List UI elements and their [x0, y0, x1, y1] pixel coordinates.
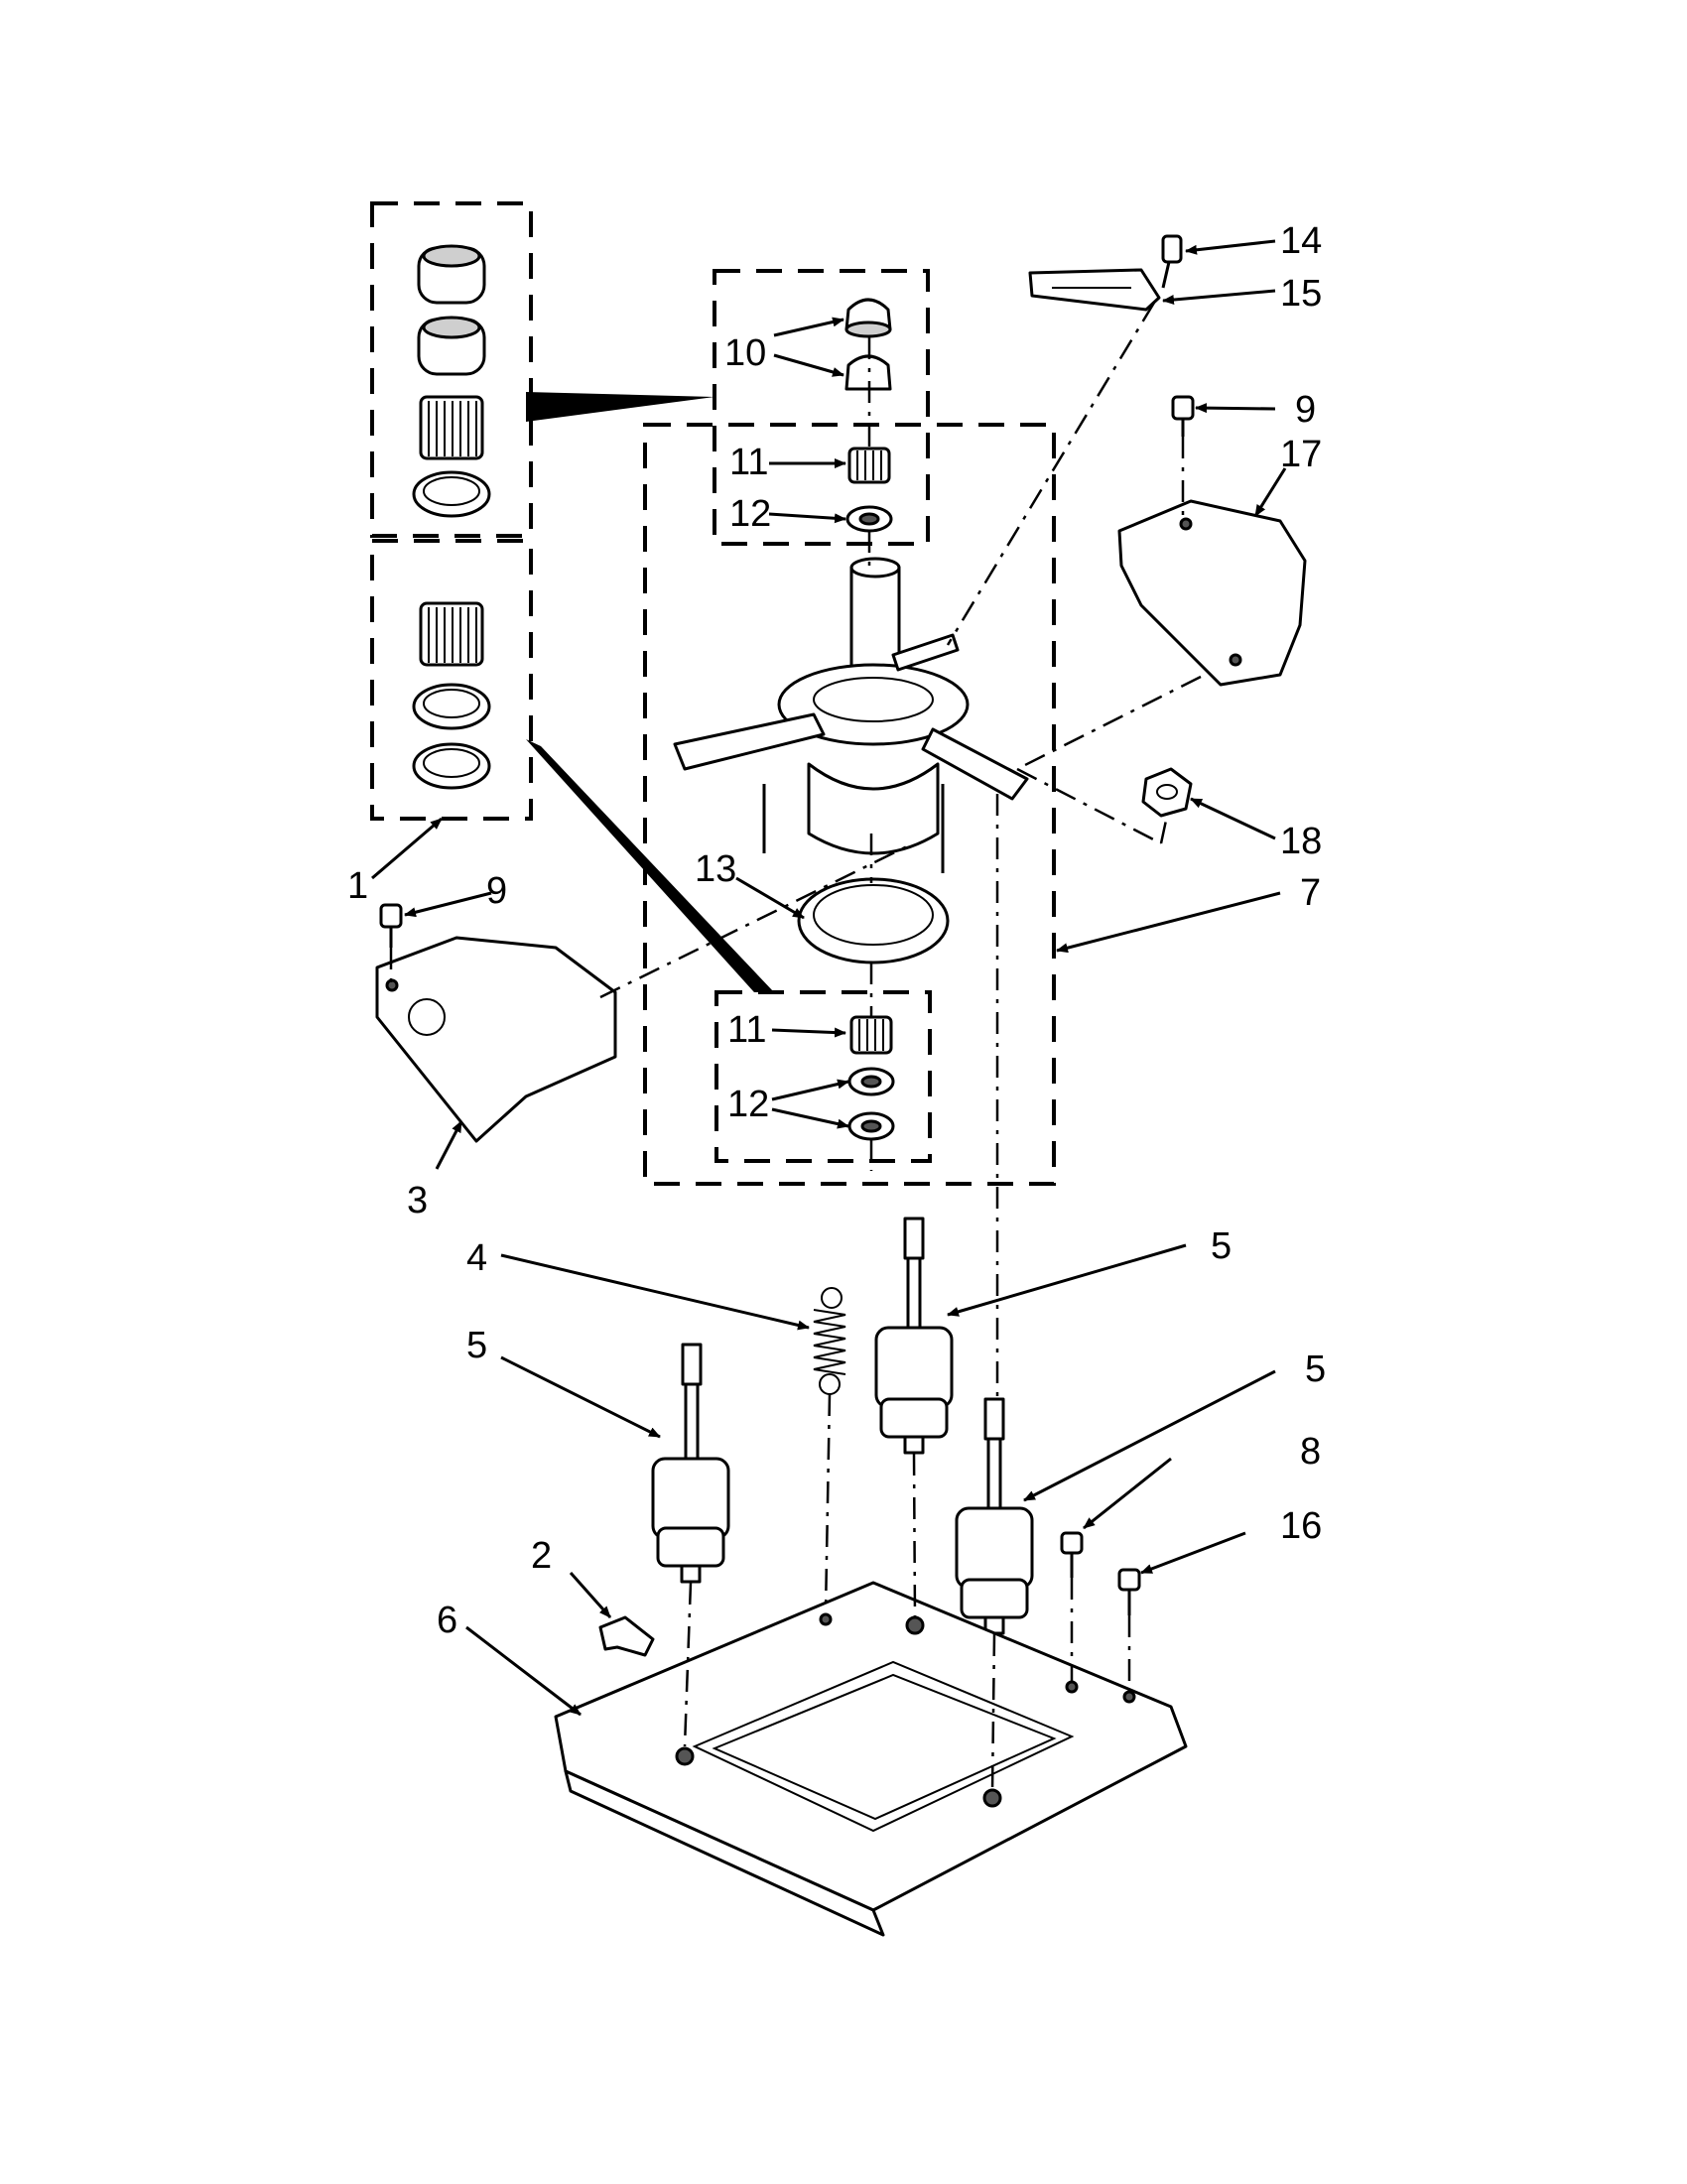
callout-13: 13	[695, 848, 736, 890]
leader-arrows	[371, 239, 1287, 1717]
strut-center	[874, 1217, 954, 1455]
kit-box-lower-bearings	[714, 990, 932, 1163]
callout-9-upper: 9	[1295, 389, 1316, 431]
callout-11-lower: 11	[727, 1009, 766, 1051]
callout-2: 2	[531, 1535, 552, 1577]
callout-1: 1	[347, 865, 368, 907]
callout-18: 18	[1280, 821, 1322, 862]
assembly-lines	[389, 302, 1202, 1792]
screw-9-lower	[379, 903, 403, 948]
callout-15: 15	[1280, 273, 1322, 315]
lower-bearings	[847, 1015, 895, 1141]
clip-2	[598, 1615, 655, 1657]
screw-14	[1161, 234, 1183, 289]
callout-14: 14	[1280, 220, 1322, 262]
screw-16	[1117, 1568, 1141, 1615]
spring-4	[813, 1287, 846, 1395]
kit-pointer-upper	[526, 392, 714, 422]
strut-right	[955, 1397, 1034, 1635]
callout-5-left: 5	[466, 1325, 487, 1366]
callout-7: 7	[1300, 872, 1321, 914]
callout-12-upper: 12	[729, 493, 771, 535]
upper-bearings	[844, 298, 893, 533]
callout-17: 17	[1280, 434, 1322, 475]
nut-18	[1141, 767, 1193, 818]
callout-11-upper: 11	[729, 442, 768, 483]
callout-12-lower: 12	[727, 1084, 769, 1125]
bracket	[1028, 268, 1161, 312]
callout-10: 10	[724, 332, 766, 374]
kit-box-upper-left	[370, 201, 533, 538]
seal-ring	[797, 877, 950, 964]
transmission-assembly	[673, 557, 1029, 873]
callout-5-right: 5	[1305, 1349, 1326, 1390]
callout-3: 3	[407, 1180, 428, 1221]
kit-upper-parts	[412, 244, 491, 518]
screw-8	[1060, 1531, 1084, 1578]
kit-box-upper-bearings	[713, 269, 930, 546]
callout-9-lower: 9	[486, 870, 507, 912]
shield-3	[375, 936, 617, 1143]
callout-4: 4	[466, 1237, 487, 1279]
screw-9-upper	[1171, 395, 1195, 437]
callout-8: 8	[1300, 1431, 1321, 1473]
kit-box-lower-left	[370, 539, 533, 821]
callout-6: 6	[437, 1600, 457, 1641]
kit-pointer-lower	[526, 739, 774, 992]
base-plate	[554, 1581, 1188, 1937]
callout-16: 16	[1280, 1505, 1322, 1547]
strut-left	[651, 1343, 730, 1584]
callout-5-center: 5	[1211, 1225, 1232, 1267]
shield-17	[1117, 499, 1307, 687]
kit-lower-parts	[412, 601, 491, 790]
